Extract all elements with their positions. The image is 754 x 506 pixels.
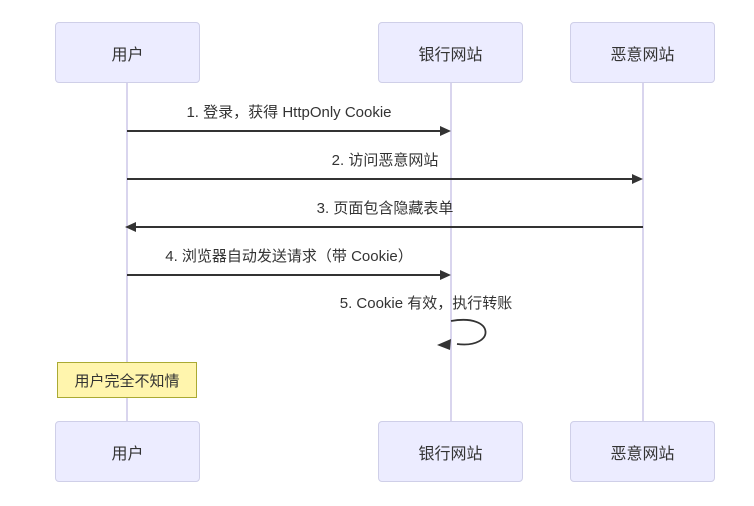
actor-label: 用户 bbox=[111, 46, 144, 64]
actor-box-user-bottom: 用户 bbox=[55, 421, 200, 482]
message-2-line bbox=[127, 178, 633, 180]
lifeline-bank bbox=[450, 83, 452, 421]
message-5-label: 5. Cookie 有效，执行转账 bbox=[339, 295, 513, 312]
message-3-label: 3. 页面包含隐藏表单 bbox=[316, 200, 454, 217]
actor-label: 恶意网站 bbox=[610, 445, 675, 463]
message-1-line bbox=[127, 130, 441, 132]
actor-box-user-top: 用户 bbox=[55, 22, 200, 83]
note-label: 用户完全不知情 bbox=[74, 372, 180, 390]
actor-box-bank-bottom: 银行网站 bbox=[378, 421, 523, 482]
self-loop-arrow-icon bbox=[437, 318, 487, 350]
actor-label: 用户 bbox=[111, 445, 144, 463]
actor-box-evil-top: 恶意网站 bbox=[570, 22, 715, 83]
arrowhead-right-icon bbox=[440, 270, 451, 280]
lifeline-user bbox=[126, 83, 128, 421]
actor-label: 银行网站 bbox=[418, 46, 483, 64]
message-2-label: 2. 访问恶意网站 bbox=[331, 152, 439, 169]
message-1-label: 1. 登录，获得 HttpOnly Cookie bbox=[186, 104, 392, 121]
note-box: 用户完全不知情 bbox=[57, 362, 197, 398]
arrowhead-left-icon bbox=[125, 222, 136, 232]
lifeline-evil bbox=[642, 83, 644, 421]
actor-box-evil-bottom: 恶意网站 bbox=[570, 421, 715, 482]
arrowhead-right-icon bbox=[440, 126, 451, 136]
actor-label: 银行网站 bbox=[418, 445, 483, 463]
message-4-label: 4. 浏览器自动发送请求（带 Cookie） bbox=[165, 248, 413, 265]
actor-label: 恶意网站 bbox=[610, 46, 675, 64]
message-3-line bbox=[136, 226, 643, 228]
arrowhead-right-icon bbox=[632, 174, 643, 184]
actor-box-bank-top: 银行网站 bbox=[378, 22, 523, 83]
message-4-line bbox=[127, 274, 441, 276]
